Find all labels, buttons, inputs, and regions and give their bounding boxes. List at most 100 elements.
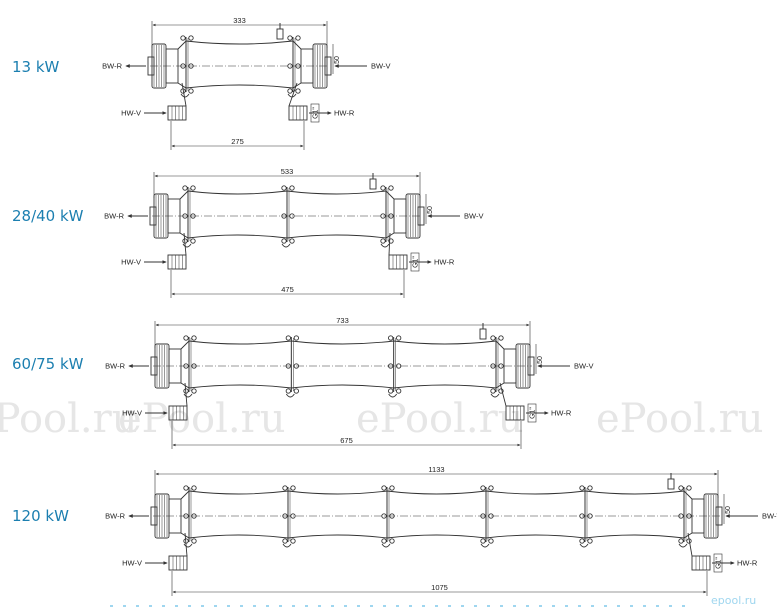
hw-pipe-left xyxy=(183,232,187,256)
hw-pipe-left xyxy=(181,82,187,107)
bw-r-label: BW-R xyxy=(102,62,122,71)
bolt xyxy=(287,88,293,94)
connection-spacing-label: 275 xyxy=(231,137,244,146)
bolt xyxy=(396,388,402,394)
connection-spacing-label: 475 xyxy=(281,285,294,294)
bolt xyxy=(285,388,291,394)
bolt xyxy=(190,185,196,191)
mount-foot xyxy=(480,543,490,548)
hw-pipe-left xyxy=(184,532,188,557)
hw-port-right xyxy=(388,254,408,270)
bolt xyxy=(380,238,386,244)
port-height-label: 50 xyxy=(537,356,544,364)
connection-spacing-label: 675 xyxy=(340,436,353,445)
overall-length-label: 733 xyxy=(336,316,349,325)
watermark-text: ePool.ru xyxy=(596,396,764,442)
bolt xyxy=(587,538,593,544)
bolt xyxy=(490,388,496,394)
bolt xyxy=(293,388,299,394)
bolt xyxy=(498,335,504,341)
watermark: ePool.ru ePool.ru ePool.ru ePool.ru xyxy=(0,396,764,442)
bw-r-label: BW-R xyxy=(104,212,124,221)
power-label-28-40kw: 28/40 kW xyxy=(12,207,84,225)
bolt xyxy=(389,538,395,544)
power-label-13kw: 13 kW xyxy=(12,58,60,76)
hw-v-label: HW-V xyxy=(121,258,141,267)
thread-box xyxy=(310,103,320,123)
hw-v-label: HW-V xyxy=(122,559,142,568)
mount-foot xyxy=(183,543,193,548)
bolt xyxy=(388,388,394,394)
bolt xyxy=(183,485,189,491)
bolt xyxy=(389,485,395,491)
watermark-text: ePool.ru xyxy=(118,396,286,442)
bolt xyxy=(289,185,295,191)
hw-v-label: HW-V xyxy=(121,109,141,118)
mount-foot xyxy=(282,543,292,548)
sensor-fitting xyxy=(369,178,377,190)
bolt xyxy=(480,538,486,544)
sensor-fitting xyxy=(667,478,675,490)
bolt xyxy=(282,538,288,544)
thread-box xyxy=(713,553,723,573)
hw-port-left xyxy=(167,254,187,270)
bolt xyxy=(190,238,196,244)
mount-foot xyxy=(183,393,193,398)
bolt xyxy=(686,485,692,491)
shell-outline xyxy=(180,340,505,389)
mount-foot xyxy=(380,243,390,248)
bolt xyxy=(579,538,585,544)
bolt xyxy=(191,335,197,341)
bolt xyxy=(188,88,194,94)
bolt xyxy=(183,335,189,341)
bw-r-label: BW-R xyxy=(105,362,125,371)
port-height-label: 50 xyxy=(725,506,732,514)
hw-pipe-right xyxy=(288,82,298,107)
bolt xyxy=(381,538,387,544)
hw-r-label: HW-R xyxy=(334,109,355,118)
bolt xyxy=(380,185,386,191)
hw-port-right xyxy=(288,105,308,121)
mount-foot xyxy=(388,393,398,398)
hw-port-left xyxy=(167,105,187,121)
power-label-60-75kw: 60/75 kW xyxy=(12,355,84,373)
bolt xyxy=(281,238,287,244)
footer-logo: epool.ru xyxy=(711,594,756,607)
thread-label: G1" xyxy=(313,107,320,119)
port-height-label: 50 xyxy=(334,56,341,64)
bolt xyxy=(579,485,585,491)
bolt xyxy=(295,88,301,94)
bolt xyxy=(388,185,394,191)
bolt xyxy=(281,185,287,191)
bolt xyxy=(287,35,293,41)
shell-outline xyxy=(180,490,693,539)
bolt xyxy=(285,335,291,341)
hw-v-label: HW-V xyxy=(122,409,142,418)
hw-port-left xyxy=(168,555,188,571)
overall-length-label: 333 xyxy=(233,16,246,25)
thread-box xyxy=(527,403,537,423)
bw-v-label: BW-V xyxy=(464,212,483,221)
overall-length-label: 1133 xyxy=(428,465,444,474)
watermark-text: ePool.ru xyxy=(0,396,138,442)
hw-port-right xyxy=(505,405,525,421)
overall-length-label: 533 xyxy=(281,167,294,176)
bolt xyxy=(295,35,301,41)
bolt xyxy=(182,185,188,191)
bolt xyxy=(290,485,296,491)
bolt xyxy=(498,388,504,394)
mount-foot xyxy=(381,543,391,548)
bolt xyxy=(388,335,394,341)
mount-foot xyxy=(285,393,295,398)
bolt xyxy=(188,35,194,41)
hw-pipe-right xyxy=(687,532,693,557)
hw-r-label: HW-R xyxy=(551,409,572,418)
bw-v-label: BW-V xyxy=(371,62,390,71)
mount-foot xyxy=(281,243,291,248)
bolt xyxy=(480,485,486,491)
mount-foot xyxy=(180,93,190,98)
bolt xyxy=(396,335,402,341)
